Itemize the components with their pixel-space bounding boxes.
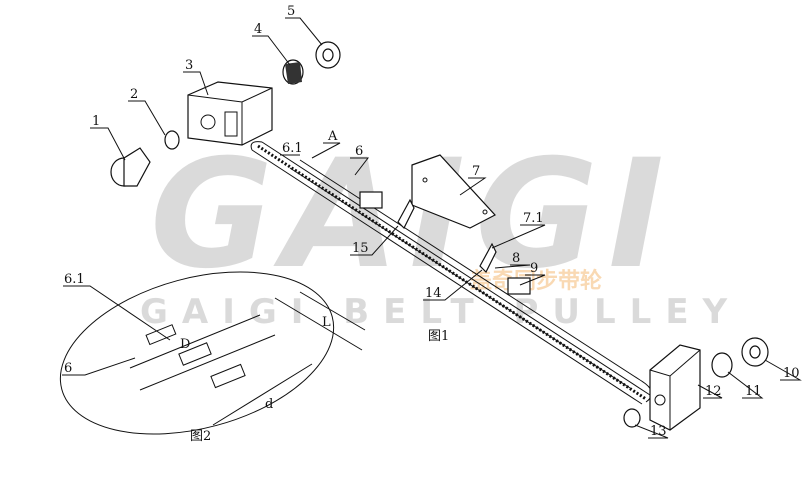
- figure-1-caption: 图1: [428, 329, 449, 344]
- housing-part-12: [649, 344, 701, 431]
- fig2-label-6: 6: [64, 361, 72, 376]
- bearing-part-13: [623, 408, 641, 428]
- pulley-part-4: [282, 59, 304, 85]
- figure-2-caption: 图2: [190, 429, 211, 444]
- label-A: A: [327, 129, 338, 144]
- label-10: 10: [783, 366, 800, 381]
- label-5: 5: [287, 4, 295, 19]
- bearing-part-5: [315, 41, 341, 69]
- label-15: 15: [352, 241, 369, 256]
- label-11: 11: [745, 384, 762, 399]
- label-14: 14: [425, 286, 442, 301]
- pulley-part-11: [711, 352, 733, 378]
- bearing-part-10: [741, 337, 769, 367]
- label-7-1: 7.1: [523, 211, 544, 226]
- label-8: 8: [512, 251, 520, 266]
- block-part-8: [359, 191, 383, 209]
- fig2-label-L: L: [322, 315, 331, 330]
- watermark-text: GAIGI BELT PULLEY: [140, 292, 742, 332]
- label-9: 9: [530, 261, 538, 276]
- label-6-1: 6.1: [282, 141, 303, 156]
- motor-part-1: [110, 147, 151, 187]
- coupling-part-2: [164, 130, 180, 150]
- watermark-cn: 盖奇同步带轮: [470, 269, 603, 294]
- label-13: 13: [650, 424, 667, 439]
- fig2-label-D: D: [180, 337, 190, 352]
- label-3: 3: [185, 58, 193, 73]
- timing-belt: [250, 141, 653, 405]
- label-6: 6: [355, 144, 363, 159]
- bracket-part-14: [479, 242, 497, 274]
- block-part-9: [507, 277, 531, 295]
- plate-part-7: [411, 154, 496, 229]
- label-2: 2: [130, 87, 138, 102]
- housing-part-3: [187, 81, 273, 146]
- label-7: 7: [472, 164, 480, 179]
- label-12: 12: [705, 384, 722, 399]
- label-1: 1: [92, 114, 100, 129]
- bracket-part-15: [397, 198, 415, 230]
- figure-2-detail: [59, 271, 366, 435]
- fig2-label-d: d: [265, 397, 273, 412]
- label-4: 4: [254, 22, 262, 37]
- fig2-label-6-1: 6.1: [64, 272, 85, 287]
